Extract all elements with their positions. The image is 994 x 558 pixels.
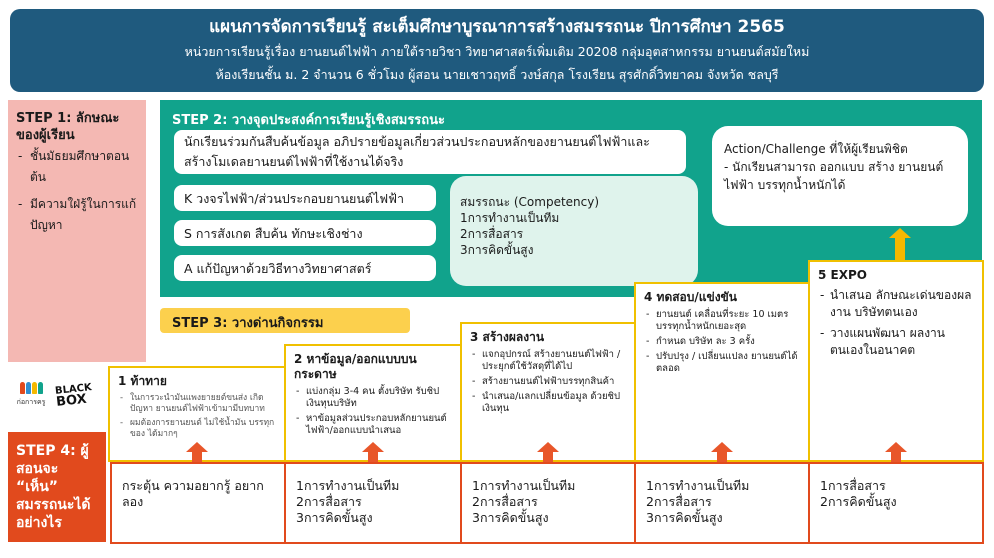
class-info: ห้องเรียนชั้น ม. 2 จำนวน 6 ชั่วโมง ผู้สอ… [215, 67, 779, 82]
competency-cell-5: 1การสื่อสาร 2การคิดขั้นสูง [808, 462, 984, 544]
stage-title: 5 EXPO [818, 268, 867, 282]
competency-item: 3การคิดขั้นสูง [460, 243, 534, 257]
list-item: วางแผนพัฒนา ผลงานตนเองในอนาคต [818, 325, 974, 359]
page-title: แผนการจัดการเรียนรู้ สะเต็มศึกษาบูรณาการ… [209, 17, 785, 37]
competency-text: 3การคิดขั้นสูง [472, 510, 549, 525]
knowledge-box: K วงจรไฟฟ้า/ส่วนประกอบยานยนต์ไฟฟ้า [174, 185, 436, 211]
activity-stage-3: 3 สร้างผลงาน แจกอุปกรณ์ สร้างยานยนต์ไฟฟ้… [460, 322, 636, 462]
stage-title: 3 สร้างผลงาน [470, 330, 545, 344]
competency-title: สมรรถนะ (Competency) [460, 195, 600, 209]
attitude-box: A แก้ปัญหาด้วยวิธีทางวิทยาศาสตร์ [174, 255, 436, 281]
arrow-up-icon [885, 442, 907, 464]
competency-text: 3การคิดขั้นสูง [296, 510, 373, 525]
unit-subtitle: หน่วยการเรียนรู้เรื่อง ยานยนต์ไฟฟ้า ภายใ… [184, 44, 810, 59]
step4-label: STEP 4: ผู้สอนจะ “เห็น” สมรรถนะได้อย่างไ… [8, 432, 106, 542]
stage-title: 2 หาข้อมูล/ออกแบบบนกระดาษ [294, 352, 417, 381]
list-item: นำเสนอ/แลกเปลี่ยนข้อมูล ด้วยชิปเงินทุน [470, 391, 626, 415]
competency-item: 2การสื่อสาร [460, 227, 524, 241]
step1-title: STEP 1: ลักษณะของผู้เรียน [16, 111, 120, 143]
logo-group: ก่อการครู BLACK BOX [12, 378, 102, 418]
skill-box: S การสังเกต สืบค้น ทักษะเชิงช่าง [174, 220, 436, 246]
list-item: ชั้นมัธยมศึกษาตอนต้น [16, 146, 138, 188]
stage-title: 4 ทดสอบ/แข่งขัน [644, 290, 737, 304]
competency-text: 2การสื่อสาร [472, 494, 538, 509]
header-banner: แผนการจัดการเรียนรู้ สะเต็มศึกษาบูรณาการ… [10, 9, 984, 92]
activity-stage-4: 4 ทดสอบ/แข่งขัน ยานยนต์ เคลื่อนที่ระยะ 1… [634, 282, 810, 462]
competency-box: สมรรถนะ (Competency) 1การทำงานเป็นทีม 2ก… [450, 176, 698, 286]
list-item: ในการวะนำมันแพงยายยต์ขนส่ง เกิดปัญหา ยาน… [118, 393, 276, 415]
kru-logo: ก่อการครู [14, 378, 48, 416]
competency-text: 2การคิดขั้นสูง [820, 494, 897, 509]
competency-cell-3: 1การทำงานเป็นทีม 2การสื่อสาร 3การคิดขั้น… [460, 462, 636, 544]
list-item: หาข้อมูลส่วนประกอบหลักยานยนต์ไฟฟ้า/ออกแบ… [294, 413, 452, 437]
list-item: นำเสนอ ลักษณะเด่นของผลงาน บริษัทตนเอง [818, 287, 974, 321]
list-item: กำหนด บริษัท ละ 3 ครั้ง [644, 336, 800, 348]
activity-stage-5: 5 EXPO นำเสนอ ลักษณะเด่นของผลงาน บริษัทต… [808, 260, 984, 462]
stage-title: 1 ท้าทาย [118, 374, 167, 388]
competency-text: กระตุ้น ความอยากรู้ อยากลอง [122, 478, 264, 509]
challenge-text: - นักเรียนสามารถ ออกแบบ สร้าง ยานยนต์ไฟฟ… [724, 160, 944, 192]
competency-text: 2การสื่อสาร [296, 494, 362, 509]
list-item: มีความใฝ่รู้ในการแก้ปัญหา [16, 194, 138, 236]
list-item: ยานยนต์ เคลื่อนที่ระยะ 10 เมตร บรรทุกน้ำ… [644, 309, 800, 333]
step1-panel: STEP 1: ลักษณะของผู้เรียน ชั้นมัธยมศึกษา… [8, 100, 146, 362]
competency-text: 1การทำงานเป็นทีม [646, 478, 750, 493]
competency-text: 1การสื่อสาร [820, 478, 886, 493]
step3-label: STEP 3: วางด่านกิจกรรม [160, 308, 410, 333]
competency-cell-2: 1การทำงานเป็นทีม 2การสื่อสาร 3การคิดขั้น… [284, 462, 462, 544]
competency-text: 1การทำงานเป็นทีม [472, 478, 576, 493]
competency-text: 3การคิดขั้นสูง [646, 510, 723, 525]
arrow-up-icon [362, 442, 384, 464]
competency-cell-1: กระตุ้น ความอยากรู้ อยากลอง [110, 462, 286, 544]
list-item: แบ่งกลุ่ม 3-4 คน ตั้งบริษัท รับชิป เงินท… [294, 386, 452, 410]
arrow-up-icon [889, 228, 911, 260]
competency-item: 1การทำงานเป็นทีม [460, 211, 560, 225]
arrow-up-icon [186, 442, 208, 464]
blackbox-logo-line2: BOX [55, 391, 88, 410]
step1-list: ชั้นมัธยมศึกษาตอนต้น มีความใฝ่รู้ในการแก… [16, 146, 138, 236]
step2-title: STEP 2: วางจุดประสงค์การเรียนรู้เชิงสมรร… [172, 113, 446, 128]
blackbox-logo: BLACK BOX [55, 382, 94, 416]
arrow-up-icon [711, 442, 733, 464]
list-item: สร้างยานยนต์ไฟฟ้าบรรทุกสินค้า [470, 376, 626, 388]
challenge-title: Action/Challenge ที่ให้ผู้เรียนพิชิต [724, 142, 908, 156]
competency-text: 1การทำงานเป็นทีม [296, 478, 400, 493]
list-item: ปรับปรุง / เปลี่ยนแปลง ยานยนต์ได้ตลอด [644, 351, 800, 375]
kru-logo-caption: ก่อการครู [16, 398, 46, 406]
list-item: แจกอุปกรณ์ สร้างยานยนต์ไฟฟ้า /ประยุกต์ใช… [470, 349, 626, 373]
step2-panel: STEP 2: วางจุดประสงค์การเรียนรู้เชิงสมรร… [160, 100, 982, 297]
list-item: ผมต้องการยานยนต์ ไม่ใช้น้ำมัน บรรทุกของ … [118, 418, 276, 440]
objective-box: นักเรียนร่วมกันสืบค้นข้อมูล อภิปรายข้อมู… [174, 130, 686, 174]
competency-text: 2การสื่อสาร [646, 494, 712, 509]
challenge-box: Action/Challenge ที่ให้ผู้เรียนพิชิต - น… [712, 126, 968, 226]
arrow-up-icon [537, 442, 559, 464]
competency-cell-4: 1การทำงานเป็นทีม 2การสื่อสาร 3การคิดขั้น… [634, 462, 810, 544]
